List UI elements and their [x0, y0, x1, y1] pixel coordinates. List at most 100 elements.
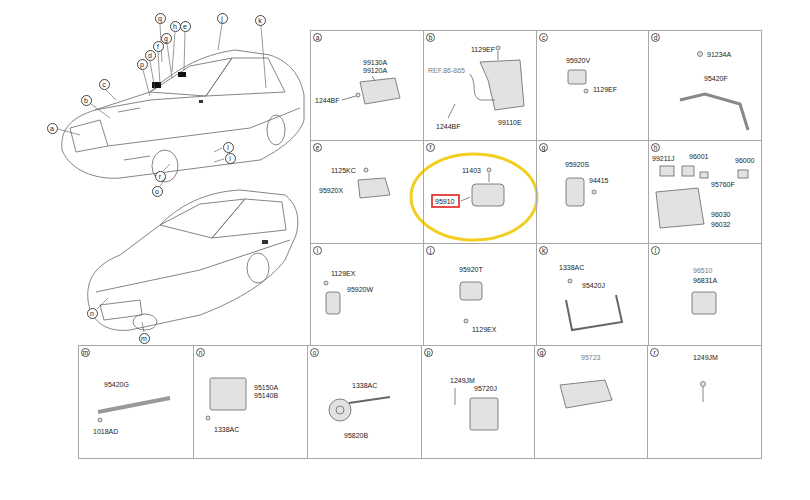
- part-number: 94415: [589, 177, 608, 185]
- panel-letter: m: [81, 348, 90, 357]
- catalog-panel: m 95420G 1018AD: [78, 345, 194, 459]
- part-number: 95820B: [344, 432, 368, 440]
- part-number: 1249JM: [693, 354, 718, 362]
- callout-letter: p: [137, 59, 148, 70]
- catalog-panel: k1338AC95420J: [536, 243, 649, 346]
- catalog-panel: j95920T1129EX: [423, 243, 537, 346]
- part-number: 1249JM: [450, 377, 475, 385]
- callout-letter: m: [139, 333, 150, 344]
- callout-letter: f: [153, 41, 164, 52]
- callout-letter: k: [255, 15, 266, 26]
- callout-letter: b: [81, 95, 92, 106]
- catalog-panel: c 95920V 1129EF: [536, 30, 649, 141]
- panel-letter: r: [650, 348, 659, 357]
- catalog-panel: q 95723: [534, 345, 648, 459]
- callout-letter: q: [155, 13, 166, 24]
- callout-letter: o: [152, 186, 163, 197]
- panel-letter: o: [310, 348, 319, 357]
- part-number: 95910: [435, 198, 454, 206]
- part-number: 1129EF: [471, 46, 495, 54]
- panel-letter: c: [539, 33, 548, 42]
- part-number: 99110E: [498, 119, 522, 127]
- catalog-panel: r 1249JM: [647, 345, 762, 459]
- part-number: 95920S: [565, 161, 589, 169]
- part-number: 1338AC: [559, 264, 584, 272]
- catalog-panel: a99130A99120A1244BF: [310, 30, 424, 141]
- part-number: 1018AD: [93, 428, 118, 436]
- panel-letter: e: [313, 143, 322, 152]
- catalog-panel: f 11403 95910: [423, 140, 537, 244]
- callout-letter: e: [180, 21, 191, 32]
- part-number: 99120A: [363, 67, 387, 75]
- part-number: 99130A: [363, 59, 387, 67]
- callout-letter: l: [223, 142, 234, 153]
- callout-letter: h: [170, 21, 181, 32]
- part-number: 96030: [711, 211, 730, 219]
- panel-letter: q: [537, 348, 546, 357]
- part-number: 95920X: [319, 187, 343, 195]
- catalog-panel: h 99211J 96001 96000 95760F 96030 96032: [648, 140, 762, 244]
- panel-letter: g: [539, 143, 548, 152]
- part-number: 95920T: [459, 266, 483, 274]
- callout-letter: j: [217, 13, 228, 24]
- catalog-panel: l 96510 96831A: [648, 243, 762, 346]
- catalog-panel: g 95920S94415: [536, 140, 649, 244]
- part-number: 1338AC: [214, 426, 239, 434]
- highlight-box: [432, 195, 459, 207]
- part-number: 11403: [462, 167, 481, 175]
- panel-letter: p: [424, 348, 433, 357]
- part-number: 96000: [735, 157, 754, 165]
- catalog-panel: n 95150A95140B 1338AC: [193, 345, 308, 459]
- leader-lines: [58, 24, 266, 332]
- part-number: 95150A: [254, 384, 278, 392]
- catalog-panel: b 1129EF REF.86-865 1244BF 99110E: [423, 30, 537, 141]
- part-number: 95760F: [711, 181, 735, 189]
- panel-letter: n: [196, 348, 205, 357]
- part-number: 99211J: [652, 155, 674, 163]
- callout-letter: c: [99, 79, 110, 90]
- catalog-panel: i 1129EX 95920W: [310, 243, 424, 346]
- part-number: 95420F: [704, 75, 728, 83]
- highlight-ring: [411, 154, 537, 240]
- part-number: 1244BF: [436, 123, 461, 131]
- part-number: 1125KC: [331, 167, 356, 175]
- part-number: REF.86-865: [428, 67, 465, 75]
- part-number: 95720J: [474, 385, 497, 393]
- car-rear-view: [88, 190, 298, 330]
- catalog-panel: o 1338AC 95820B: [307, 345, 422, 459]
- panel-letter: b: [426, 33, 435, 42]
- catalog-panel: e 1125KC 95920X: [310, 140, 424, 244]
- panel-letter: i: [313, 246, 322, 255]
- part-number: 95420J: [582, 282, 605, 290]
- callout-letter: n: [87, 308, 98, 319]
- panel-letter: l: [651, 246, 660, 255]
- panel-letter: a: [313, 33, 322, 42]
- part-number: 95920V: [566, 57, 590, 65]
- panel-letter: h: [651, 143, 660, 152]
- part-number: 1129EF: [593, 86, 617, 94]
- callout-letter: a: [47, 123, 58, 134]
- part-number: 95420G: [104, 381, 129, 389]
- panel-letter: f: [426, 143, 435, 152]
- catalog-panel: d91234A95420F: [648, 30, 762, 141]
- part-number: 96510: [693, 267, 712, 275]
- car-front-view: [62, 50, 304, 182]
- part-number: 95140B: [254, 392, 278, 400]
- part-number: 1129EX: [331, 270, 355, 278]
- part-number: 91234A: [707, 51, 731, 59]
- callout-letter: d: [145, 50, 156, 61]
- part-number: 96032: [711, 221, 730, 229]
- part-number: 1338AC: [352, 382, 377, 390]
- part-number: 95920W: [347, 286, 373, 294]
- part-number: 95723: [581, 354, 600, 362]
- panel-letter: j: [426, 246, 435, 255]
- callout-letter: i: [225, 153, 236, 164]
- part-number: 96831A: [693, 277, 717, 285]
- callout-letter: r: [155, 171, 166, 182]
- part-number: 96001: [689, 153, 708, 161]
